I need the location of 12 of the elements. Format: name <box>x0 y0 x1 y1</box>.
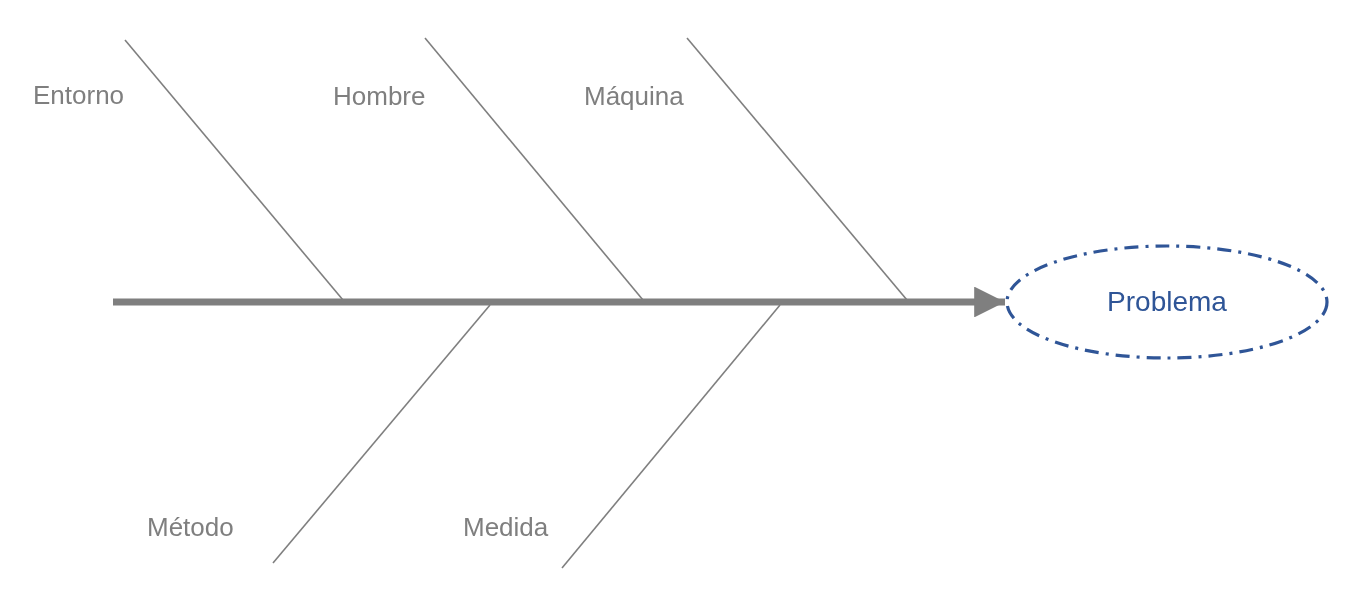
category-label: Medida <box>463 512 549 542</box>
category-label: Hombre <box>333 81 426 111</box>
problem-ellipse <box>1005 244 1329 360</box>
fishbone-branch-line <box>686 37 908 301</box>
fishbone-branch-line <box>272 304 491 564</box>
category-label: Entorno <box>33 80 125 110</box>
fishbone-branch-line <box>124 39 344 301</box>
fishbone-branch-line <box>424 37 644 301</box>
category-label: Método <box>147 512 234 542</box>
fishbone-branch-line <box>561 304 781 569</box>
problem-label: Problema <box>1107 287 1227 317</box>
category-label: Máquina <box>584 81 684 111</box>
